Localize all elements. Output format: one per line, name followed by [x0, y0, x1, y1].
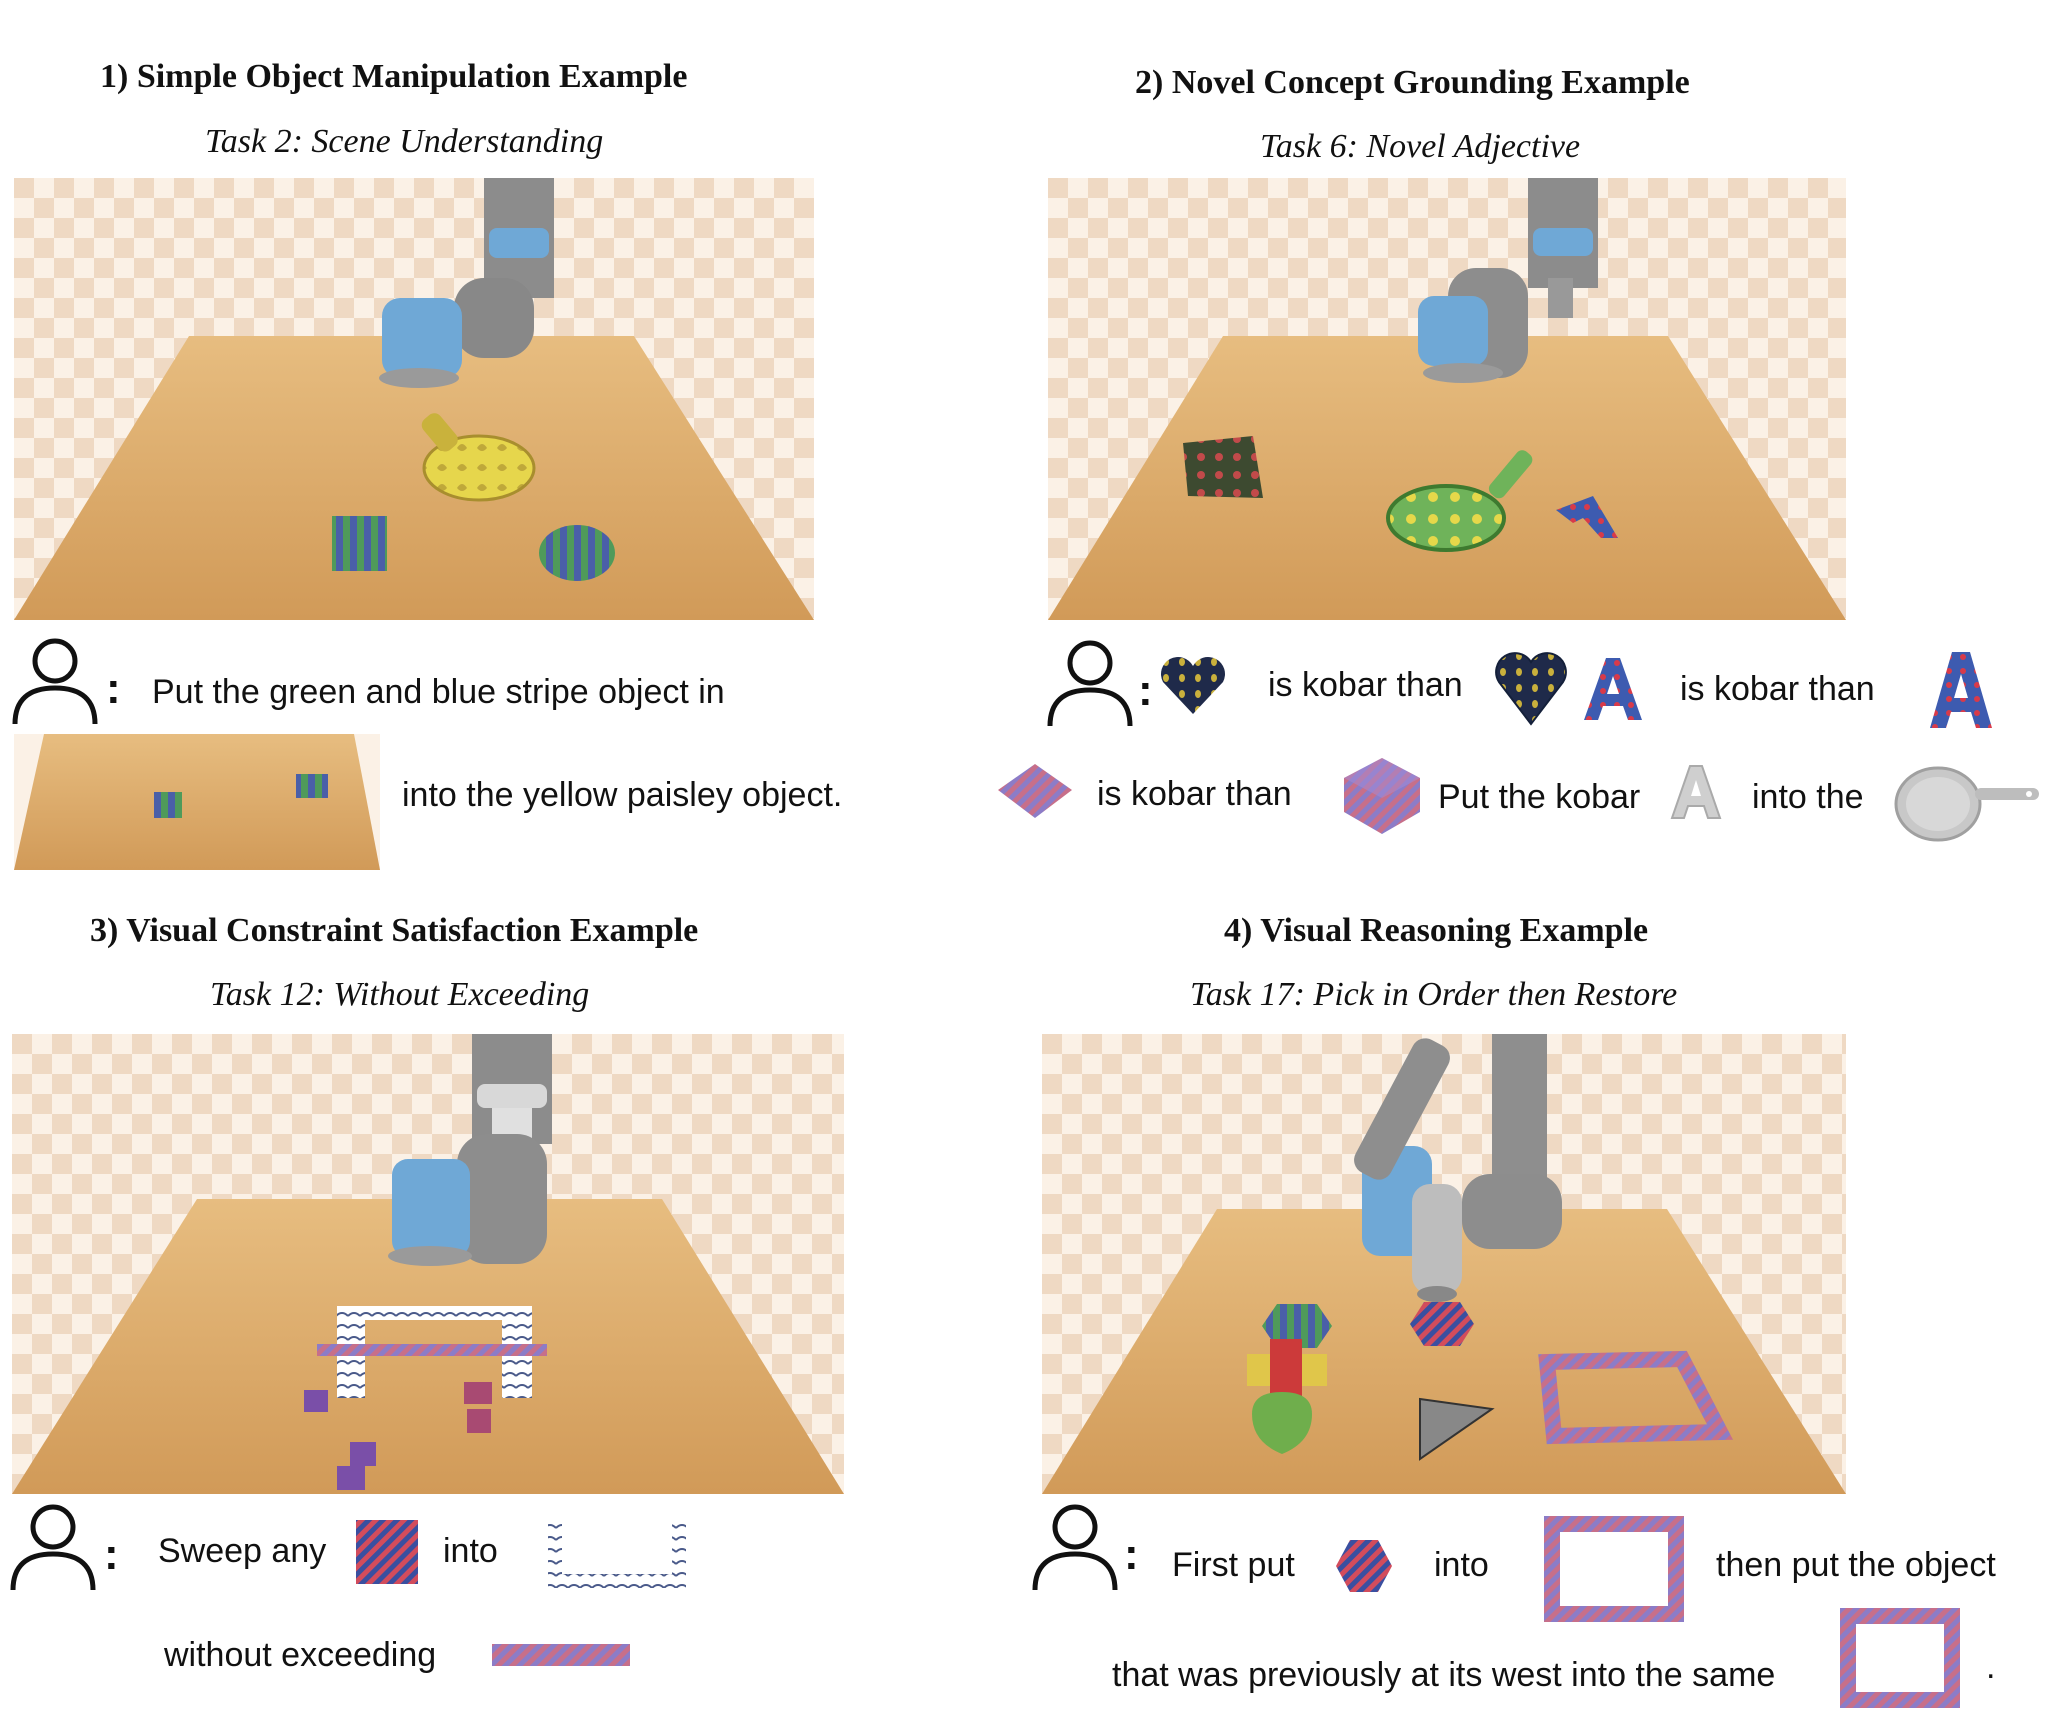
frame-object-icon — [1544, 1516, 1684, 1622]
panel3-text-1: Sweep any — [158, 1532, 327, 1570]
panel2-text-5: into the — [1752, 778, 1864, 816]
speaker-colon: : — [1124, 1530, 1139, 1579]
heart-object-icon — [1495, 652, 1567, 726]
zone-object-icon — [548, 1524, 686, 1588]
block-object-icon — [356, 1520, 418, 1584]
panel1-task: Task 2: Scene Understanding — [205, 123, 604, 160]
user-icon — [12, 638, 98, 725]
panel1-goal-image — [14, 734, 380, 870]
block-object-icon — [154, 792, 182, 818]
speaker-colon: : — [104, 1530, 119, 1579]
hexagon-object-icon — [1336, 1540, 1392, 1592]
heart-object-icon — [1161, 657, 1225, 714]
pan-object-icon — [1894, 766, 2039, 842]
user-icon — [1047, 640, 1133, 727]
panel2-text-4: Put the kobar — [1438, 778, 1641, 816]
user-icon — [1032, 1504, 1118, 1591]
panel2-task: Task 6: Novel Adjective — [1260, 128, 1581, 165]
panel4-title: 4) Visual Reasoning Example — [1224, 912, 1649, 949]
panel4-text-4: that was previously at its west into the… — [1112, 1656, 1776, 1694]
panel3-task: Task 12: Without Exceeding — [210, 976, 590, 1013]
speaker-colon: : — [106, 664, 121, 713]
block-object-icon — [998, 764, 1072, 818]
panel1-scene-image — [14, 178, 814, 620]
panel2-title: 2) Novel Concept Grounding Example — [1135, 64, 1690, 101]
panel4-text-3: then put the object — [1716, 1546, 1996, 1584]
panel3-text-3: without exceeding — [164, 1636, 437, 1674]
panel1-instruction-line1: Put the green and blue stripe object in — [152, 673, 725, 711]
panel3-text-2: into — [443, 1532, 498, 1570]
panel3-title: 3) Visual Constraint Satisfaction Exampl… — [90, 912, 699, 949]
panel4-text-5: . — [1986, 1648, 1996, 1686]
panel1-title: 1) Simple Object Manipulation Example — [100, 58, 688, 95]
panel2-text-1: is kobar than — [1268, 666, 1463, 704]
panel4-task: Task 17: Pick in Order then Restore — [1190, 976, 1678, 1013]
panel2-scene-image — [1048, 178, 1846, 620]
panel4-text-2: into — [1434, 1546, 1489, 1584]
letter-a-object-icon — [1670, 765, 1722, 819]
letter-a-object-icon — [1930, 652, 1992, 728]
speaker-colon: : — [1138, 666, 1153, 715]
line-object-icon — [492, 1644, 630, 1666]
panel1-instruction-line2: into the yellow paisley object. — [402, 776, 843, 814]
letter-a-object-icon — [1584, 658, 1642, 720]
panel4-scene-image — [1042, 1034, 1846, 1494]
user-icon — [10, 1504, 96, 1591]
frame-object-icon — [1840, 1608, 1960, 1708]
panel4-text-1: First put — [1172, 1546, 1295, 1584]
panel2-text-3: is kobar than — [1097, 775, 1292, 813]
panel2-text-2: is kobar than — [1680, 670, 1875, 708]
block-object-icon — [1344, 758, 1420, 834]
panel3-scene-image — [12, 1034, 844, 1494]
